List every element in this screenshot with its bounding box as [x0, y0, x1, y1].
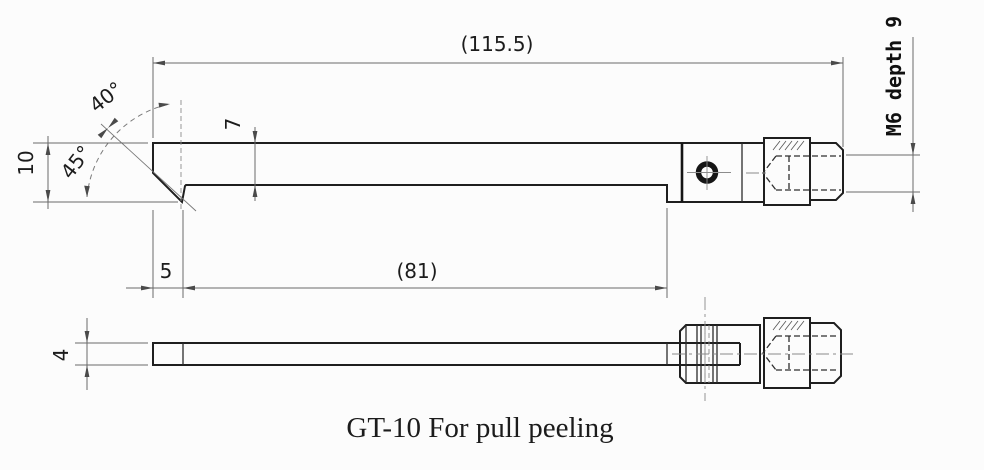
arrowhead-down-outer: [252, 131, 258, 143]
arrowhead-arc-mid-up: [97, 128, 108, 139]
drawing-caption: GT-10 For pull peeling: [346, 412, 613, 444]
dim-mount-thread: M6 depth 9: [846, 16, 920, 212]
end-cap: [810, 142, 844, 201]
arrowhead-up: [45, 143, 51, 155]
dim-blade-width: 4: [49, 318, 148, 390]
dim-label-rake-angle: 40°: [85, 77, 128, 118]
plan-end-cap: [810, 322, 842, 384]
dim-label-bevel-angle: 45°: [56, 141, 97, 184]
plan-hidden-thread-lines: [762, 335, 839, 371]
dim-thread-lines: [846, 37, 920, 212]
side-view-outline: [152, 142, 765, 205]
clamp-screw: [687, 156, 731, 190]
dim-width-lines: [75, 318, 148, 390]
bevel-construction-line: [100, 123, 197, 212]
dim-label-blade-thickness: 7: [221, 118, 245, 131]
arrowhead-down-to-top: [84, 331, 90, 343]
dim-label-tip-length: 5: [160, 259, 173, 283]
arrowhead-tip-left: [141, 285, 153, 291]
side-view: [152, 137, 844, 206]
arrowhead-up-to-bottom: [84, 365, 90, 377]
knurl-pattern: [772, 140, 805, 151]
dim-tip-height: 10: [14, 136, 178, 209]
plan-knurled-collar: [763, 317, 811, 389]
dim-height-lines: [33, 136, 178, 209]
arrowhead-arc-bottom: [84, 185, 90, 197]
dim-label-mount-thread: M6 depth 9: [882, 16, 906, 136]
arrowhead-right: [831, 60, 843, 66]
plan-blade-bar: [152, 342, 741, 366]
arrowhead-down: [45, 190, 51, 202]
dim-length-lines: [126, 208, 668, 298]
arrowhead-tip-right: [183, 285, 195, 291]
hidden-thread-lines: [762, 155, 841, 191]
screw-crosshair: [687, 156, 731, 190]
arrowhead-thread-top: [910, 143, 916, 155]
dim-label-overall-length: (115.5): [461, 32, 534, 56]
dim-label-tip-height: 10: [14, 150, 38, 175]
dim-blade-thickness: 7: [221, 118, 258, 201]
arrowhead-arc-mid-down: [108, 117, 119, 128]
arrowhead-up-outer: [252, 185, 258, 197]
dim-overall-lines: [152, 57, 844, 147]
dim-label-blade-width: 4: [49, 349, 73, 362]
arrowhead-left: [153, 60, 165, 66]
arrowhead-blade-right: [655, 285, 667, 291]
plan-view: [152, 297, 856, 401]
arrowhead-arc-top: [158, 102, 170, 108]
angle-arc: [86, 103, 171, 198]
arrowhead-thread-bottom: [910, 192, 916, 204]
dim-label-blade-length: (81): [396, 259, 437, 283]
dim-overall-length: (115.5): [152, 32, 844, 147]
dim-tip-and-blade-length: 5 (81): [126, 208, 668, 298]
plan-knurl-pattern: [772, 320, 805, 331]
